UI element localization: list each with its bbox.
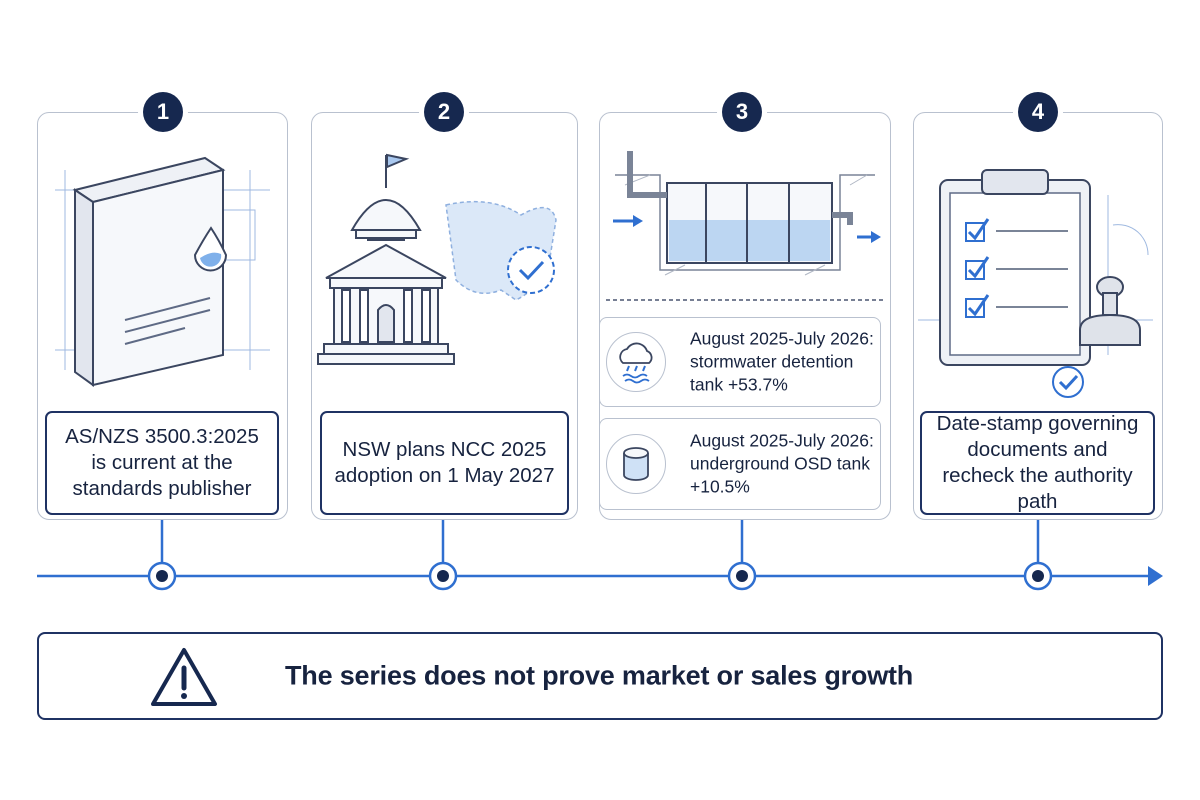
step-caption-2: NSW plans NCC 2025 adoption on 1 May 202… (320, 411, 569, 515)
step-caption-4: Date-stamp governing documents and reche… (920, 411, 1155, 515)
standards-book-icon (55, 156, 270, 387)
stat-text-stormwater: August 2025-July 2026: stormwater detent… (690, 328, 874, 395)
detention-tank-icon (613, 151, 881, 276)
government-building-icon (317, 153, 557, 365)
timeline-connector-2 (428, 516, 458, 591)
cylinder-tank-icon (606, 434, 666, 494)
rain-cloud-icon (606, 332, 666, 392)
warning-text: The series does not prove market or sale… (285, 660, 914, 691)
step-badge-2: 2 (424, 92, 464, 132)
section-divider (606, 299, 884, 301)
stat-text-osd: August 2025-July 2026: underground OSD t… (690, 430, 874, 497)
timeline-connector-4 (1023, 516, 1053, 591)
step-badge-4: 4 (1018, 92, 1058, 132)
timeline-arrowhead (1148, 566, 1163, 586)
stat-row-stormwater: August 2025-July 2026: stormwater detent… (599, 317, 881, 407)
clipboard-checklist-icon (918, 169, 1153, 398)
warning-icon (151, 648, 217, 706)
stat-row-osd: August 2025-July 2026: underground OSD t… (599, 418, 881, 510)
step-badge-3: 3 (722, 92, 762, 132)
timeline-connector-3 (727, 520, 757, 591)
step-badge-1: 1 (143, 92, 183, 132)
timeline-connector-1 (147, 516, 177, 591)
warning-banner: The series does not prove market or sale… (37, 632, 1163, 720)
step-caption-1: AS/NZS 3500.3:2025 is current at the sta… (45, 411, 279, 515)
